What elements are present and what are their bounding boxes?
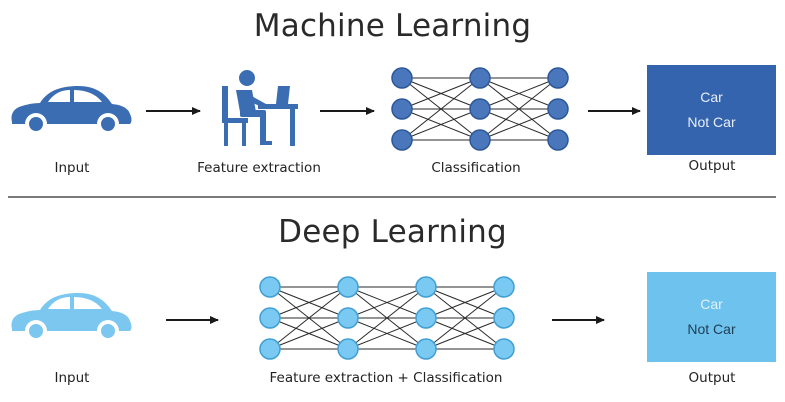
car-icon (11, 293, 132, 342)
stage-label-input: Input (54, 160, 90, 176)
output-car-label: Car (700, 296, 723, 312)
classification-network-icon (391, 67, 569, 151)
network-node (493, 338, 515, 360)
stage-label-input: Input (54, 370, 90, 386)
network-node (547, 67, 569, 89)
network-edge (401, 108, 481, 141)
car-icon (11, 86, 132, 135)
network-edge (269, 317, 349, 350)
network-node (547, 98, 569, 120)
network-edge (401, 77, 481, 110)
output-not-car-label: Not Car (687, 321, 736, 337)
section-divider (8, 196, 776, 198)
machine-learning-title: Machine Learning (253, 8, 532, 44)
network-node (493, 276, 515, 298)
network-node (493, 307, 515, 329)
network-node (469, 98, 491, 120)
network-edge (479, 108, 559, 141)
network-node (415, 276, 437, 298)
stage-label-output: Output (688, 370, 736, 386)
network-edge (347, 317, 427, 350)
network-edge (269, 286, 349, 350)
network-node (391, 98, 413, 120)
network-edge (347, 286, 427, 350)
network-node (391, 67, 413, 89)
network-node (259, 307, 281, 329)
network-edge (425, 286, 505, 319)
network-node (259, 338, 281, 360)
dl-output-box: Car Not Car (647, 272, 776, 362)
stage-label-output: Output (688, 158, 736, 174)
network-node (337, 307, 359, 329)
network-edge (479, 77, 559, 141)
ml-output-box: Car Not Car (647, 65, 776, 155)
network-node (337, 338, 359, 360)
stage-label-feature-extraction: Feature extraction (197, 160, 321, 176)
network-node (415, 307, 437, 329)
network-node (391, 129, 413, 151)
network-edge (401, 77, 481, 141)
network-edge (425, 317, 505, 350)
network-node (415, 338, 437, 360)
output-car-label: Car (700, 89, 723, 105)
person-at-desk-icon (222, 70, 298, 146)
deep-network-icon (259, 276, 515, 360)
network-node (337, 276, 359, 298)
stage-label-feature-extraction-classification: Feature extraction + Classification (269, 370, 503, 386)
network-node (547, 129, 569, 151)
network-node (469, 129, 491, 151)
network-edge (269, 286, 349, 319)
stage-label-classification: Classification (431, 160, 521, 176)
network-edge (479, 77, 559, 110)
output-not-car-label: Not Car (687, 114, 736, 130)
network-node (469, 67, 491, 89)
network-edge (347, 286, 427, 319)
network-node (259, 276, 281, 298)
network-edge (425, 286, 505, 350)
deep-learning-title: Deep Learning (278, 214, 507, 250)
